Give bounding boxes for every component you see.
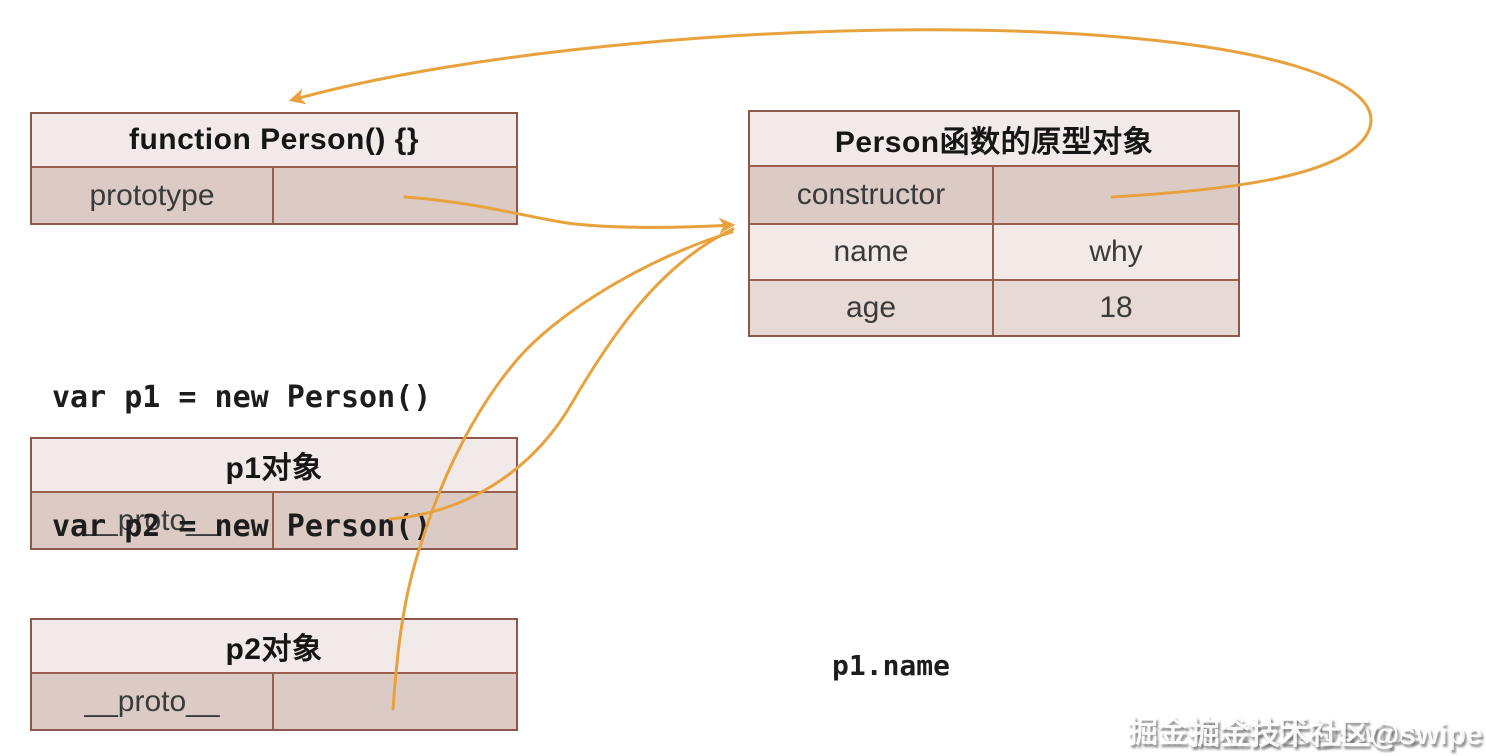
- p2-proto-value-cell: [274, 674, 516, 729]
- code-line-var-p2: var p2 = new Person(): [52, 509, 432, 544]
- table-row: name why: [750, 223, 1238, 279]
- table-row: constructor: [750, 167, 1238, 223]
- juejin-watermark-echo: 掘金技术社区@swipe: [1190, 718, 1483, 751]
- function-person-table: function Person() {} prototype: [30, 112, 518, 225]
- age-key-cell: age: [750, 281, 994, 335]
- prototype-key-cell: prototype: [32, 168, 274, 223]
- function-person-table-title: function Person() {}: [32, 114, 516, 168]
- code-snippet-new-person: var p1 = new Person() var p2 = new Perso…: [52, 290, 431, 634]
- constructor-value-cell: [994, 167, 1238, 223]
- name-value-cell: why: [1089, 235, 1143, 268]
- p1-proto-key-cell: __proto__: [32, 493, 274, 548]
- p2-object-table: p2对象 __proto__: [30, 618, 518, 731]
- code-line-p1-name: p1.name: [832, 649, 951, 682]
- table-row: age 18: [750, 279, 1238, 335]
- constructor-key-cell: constructor: [750, 167, 994, 223]
- name-key-cell: name: [750, 225, 994, 279]
- juejin-watermark: 掘金技术社区@swipe: [1128, 716, 1421, 749]
- age-value-cell: 18: [1099, 291, 1133, 324]
- p2-proto-key-cell: __proto__: [32, 674, 274, 729]
- code-line-var-p1: var p1 = new Person(): [52, 380, 432, 415]
- table-row: __proto__: [32, 674, 516, 729]
- table-row: prototype: [32, 168, 516, 223]
- person-prototype-object-table-title: Person函数的原型对象: [750, 112, 1238, 167]
- person-prototype-object-table: Person函数的原型对象 constructor name why age 1…: [748, 110, 1240, 337]
- code-snippet-property-access: p1.name p1.age: [832, 556, 950, 756]
- prototype-value-cell: [274, 168, 516, 223]
